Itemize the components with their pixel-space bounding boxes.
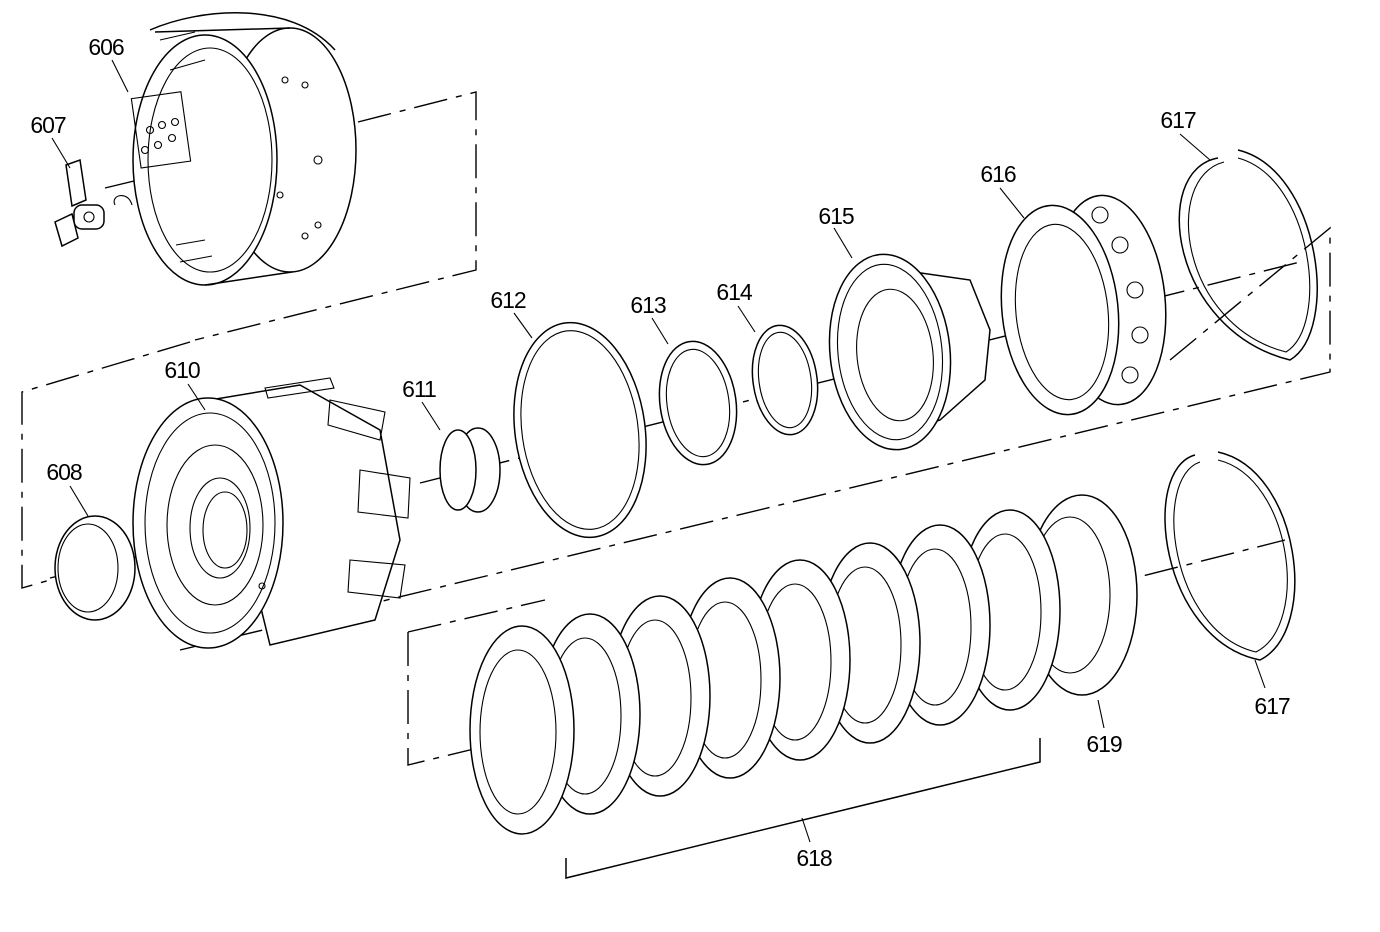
callout-617-upper: 617 xyxy=(1160,107,1196,133)
part-616-spring-retainer xyxy=(1000,194,1167,416)
callout-614: 614 xyxy=(716,279,753,305)
callout-607: 607 xyxy=(30,112,66,138)
part-614-seal xyxy=(751,324,819,436)
callout-606: 606 xyxy=(88,34,124,60)
part-617-snap-ring-lower xyxy=(1164,451,1296,661)
callout-612: 612 xyxy=(490,287,526,313)
callout-608: 608 xyxy=(46,459,82,485)
part-610-housing xyxy=(132,377,411,649)
part-608-ring xyxy=(54,515,136,621)
callout-618: 618 xyxy=(796,845,832,871)
group-outline-middle xyxy=(21,226,1331,651)
leader-lines xyxy=(51,59,1266,843)
group-outline-bottom xyxy=(407,599,546,766)
callout-613: 613 xyxy=(630,292,666,318)
part-613-seal xyxy=(658,340,738,466)
callout-616: 616 xyxy=(980,161,1016,187)
callout-619: 619 xyxy=(1086,731,1122,757)
part-617-snap-ring-upper xyxy=(1178,149,1318,361)
part-611-bushing xyxy=(439,427,501,513)
callout-610: 610 xyxy=(164,357,200,383)
callout-611: 611 xyxy=(402,376,436,402)
group-outline-top xyxy=(194,91,477,341)
callouts: 606 607 608 610 611 612 613 614 615 616 … xyxy=(30,34,1291,871)
part-606-band xyxy=(130,12,357,286)
part-618-clutch-plates xyxy=(469,494,1138,835)
part-615-piston xyxy=(828,253,991,451)
callout-615: 615 xyxy=(818,203,854,229)
part-612-seal xyxy=(513,321,647,539)
callout-617-lower: 617 xyxy=(1254,693,1290,719)
part-607-strut xyxy=(54,158,133,248)
